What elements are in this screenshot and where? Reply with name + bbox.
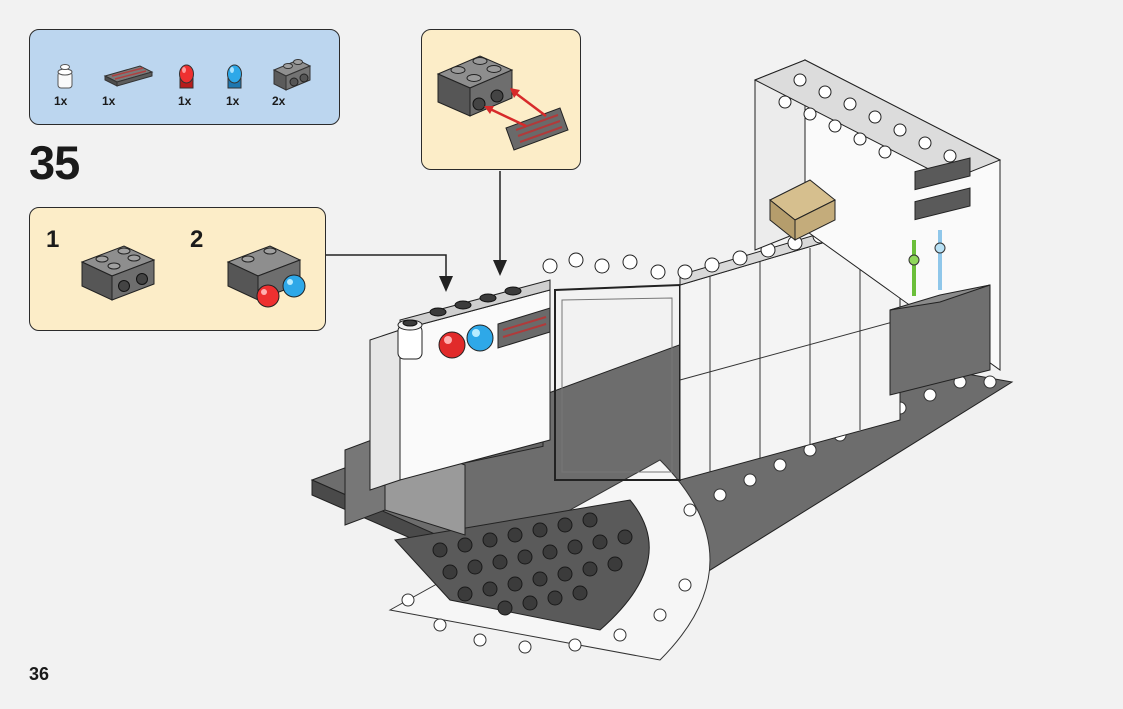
part-qty: 1x [178, 94, 191, 108]
white-round-brick-icon [58, 65, 72, 89]
part-qty: 2x [272, 94, 285, 108]
page-number: 36 [29, 664, 49, 685]
red-cone-icon [180, 65, 194, 88]
blue-cone-icon [228, 65, 242, 88]
blue-cone-installed [467, 325, 493, 351]
grey-brick-step2 [228, 246, 305, 307]
part-qty: 1x [102, 94, 115, 108]
callout-connector-line [326, 255, 446, 290]
main-build-illustration [300, 40, 1020, 680]
grille-tile-icon [105, 66, 152, 86]
part-qty: 1x [54, 94, 67, 108]
part-qty: 1x [226, 94, 239, 108]
parts-icons [30, 30, 341, 126]
grey-brick-step1 [82, 246, 154, 300]
substep-illustration [30, 208, 327, 332]
red-cone-installed [439, 332, 465, 358]
substep-callout: 1 2 [29, 207, 326, 331]
step-number: 35 [29, 135, 79, 190]
parts-list-callout: 1x 1x 1x 1x 2x [29, 29, 340, 125]
